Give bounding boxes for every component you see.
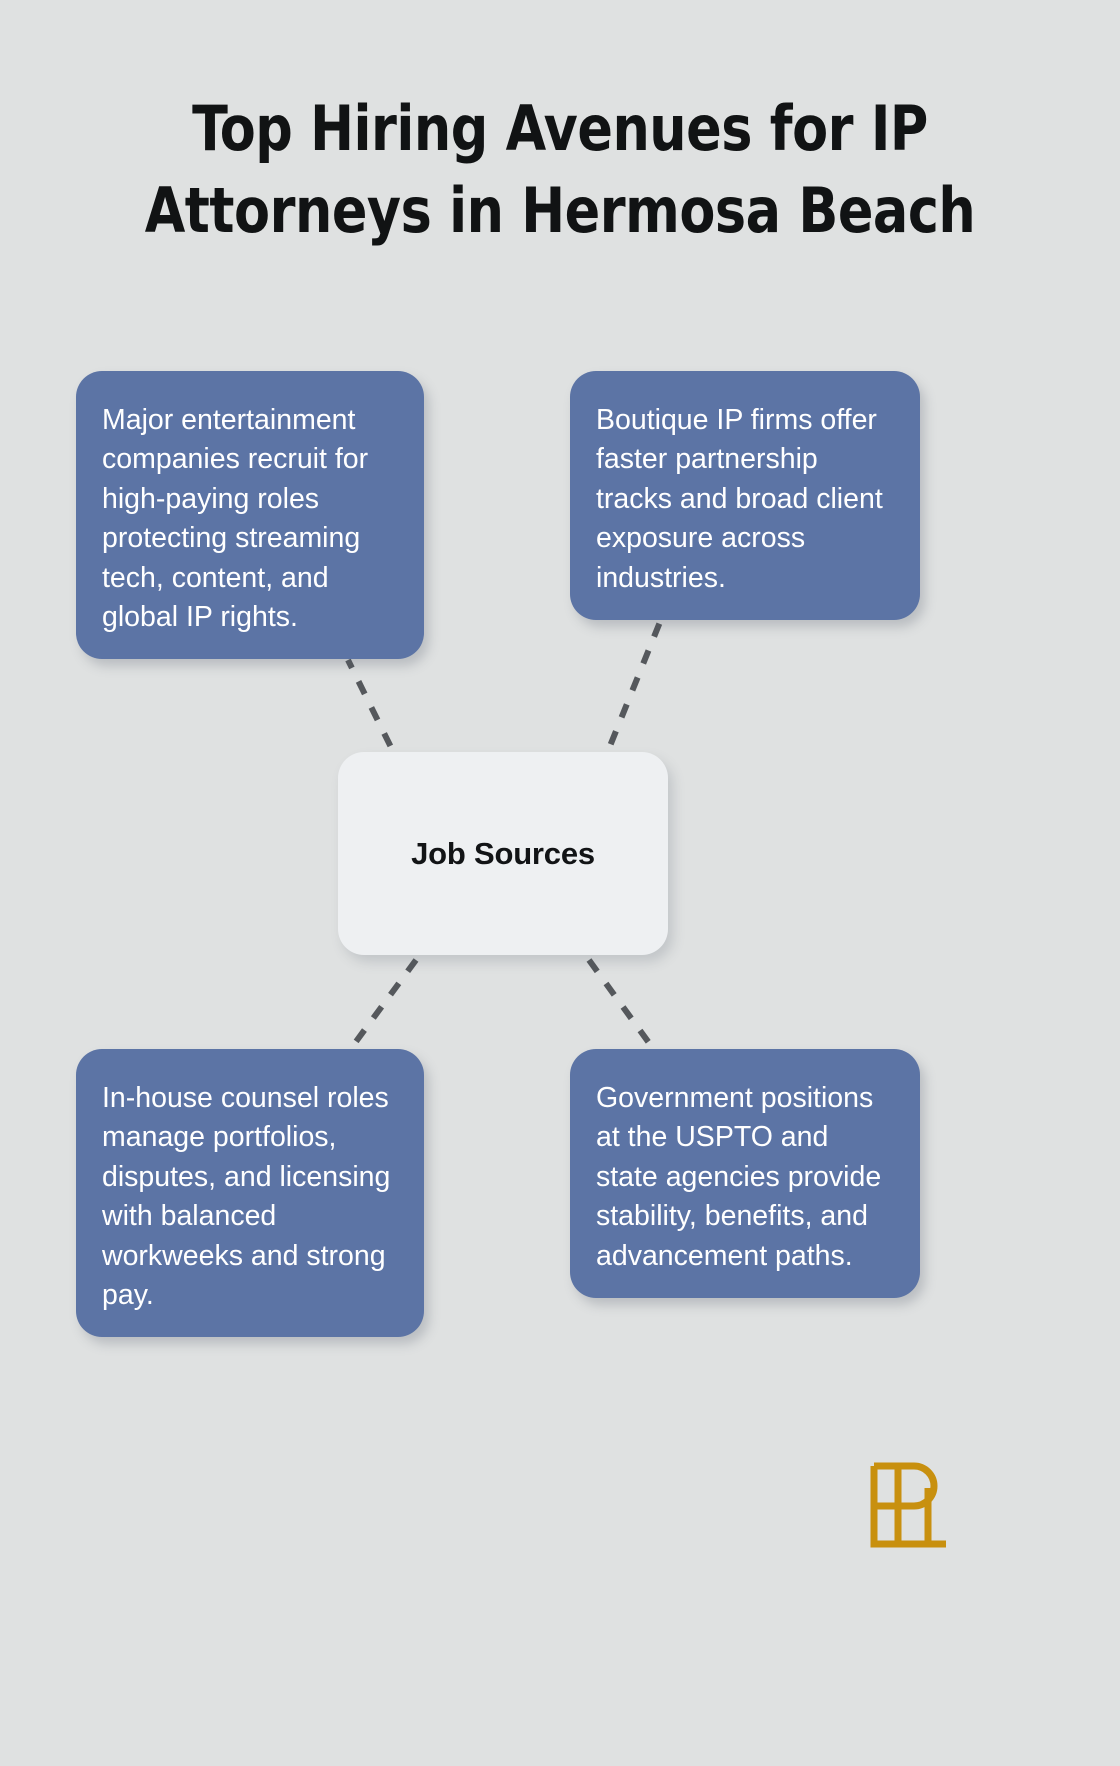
- logo-left-stem: [870, 1466, 946, 1548]
- branch-card-text: Major entertainment companies recruit fo…: [102, 404, 369, 634]
- logo-p-bowl: [874, 1462, 938, 1510]
- page-title: Top Hiring Avenues for IP Attorneys in H…: [144, 92, 976, 248]
- connector-center-to-bottom-right: [586, 958, 655, 1049]
- branch-card-bottom-right[interactable]: Government positions at the USPTO and st…: [570, 1049, 920, 1298]
- branch-card-top-right[interactable]: Boutique IP firms offer faster partnersh…: [570, 371, 920, 620]
- center-node[interactable]: Job Sources: [338, 752, 668, 955]
- lp-monogram-logo: [870, 1462, 946, 1548]
- center-node-label: Job Sources: [411, 835, 595, 871]
- branch-card-text: Boutique IP firms offer faster partnersh…: [596, 404, 883, 594]
- branch-card-text: In-house counsel roles manage portfolios…: [102, 1082, 391, 1312]
- branch-card-text: Government positions at the USPTO and st…: [596, 1082, 882, 1272]
- branch-card-top-left[interactable]: Major entertainment companies recruit fo…: [76, 371, 424, 659]
- branch-card-bottom-left[interactable]: In-house counsel roles manage portfolios…: [76, 1049, 424, 1337]
- connector-center-to-bottom-left: [349, 958, 419, 1049]
